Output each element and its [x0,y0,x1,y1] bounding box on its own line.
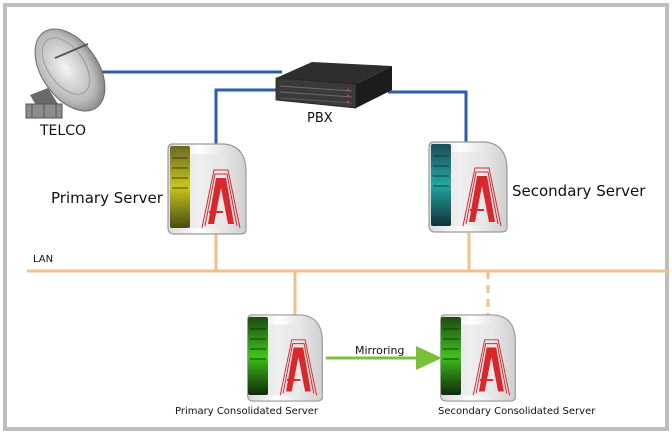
primary-consolidated-server-label: Primary Consolidated Server [175,406,319,417]
secondary-consolidated-server-label: Secondary Consolidated Server [438,406,596,417]
phone-links [100,70,468,145]
primary-server-icon [167,143,247,235]
primary-server-label: Primary Server [51,189,163,207]
mirroring-label: Mirroring [355,344,405,357]
pbx-secondary-server-link [388,90,468,145]
pbx-primary-server-link [214,88,282,145]
satellite-dish-icon [25,28,106,119]
lan-label: LAN [33,254,54,265]
pbx-rack-icon [275,62,392,109]
pbx-label: PBX [307,111,333,126]
secondary-server-label: Secondary Server [512,182,646,200]
diagram-frame [3,3,669,431]
mirroring-arrow-icon [326,346,442,370]
secondary-server-icon [428,141,508,233]
lan-links [27,233,668,318]
primary-consolidated-server-icon [246,313,324,403]
telco-label: TELCO [40,123,86,139]
secondary-consolidated-server-icon [439,313,517,403]
